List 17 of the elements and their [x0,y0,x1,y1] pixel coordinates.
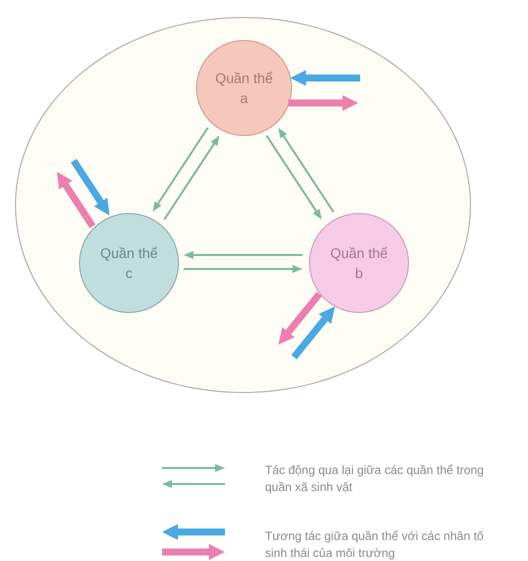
arrow [152,127,209,212]
arrow [56,172,96,228]
arrow [184,251,302,259]
arrow [291,306,335,360]
arrow [290,70,360,86]
legend-text: Tác động qua lại giữa các quần thể trong quần xã sinh vật [265,462,485,496]
population-label: Quần thể c [99,244,159,283]
arrow [184,265,302,273]
arrow [70,158,110,216]
arrow [266,135,322,220]
arrow [164,136,220,220]
arrow [288,95,358,111]
population-label: Quần thể a [214,68,274,108]
legend-text: Tương tác giữa quần thể với các nhân tố sinh thái của môi trường [265,528,485,561]
population-label: Quần thể b [329,244,389,283]
arrow [278,128,334,212]
arrow [278,292,322,345]
